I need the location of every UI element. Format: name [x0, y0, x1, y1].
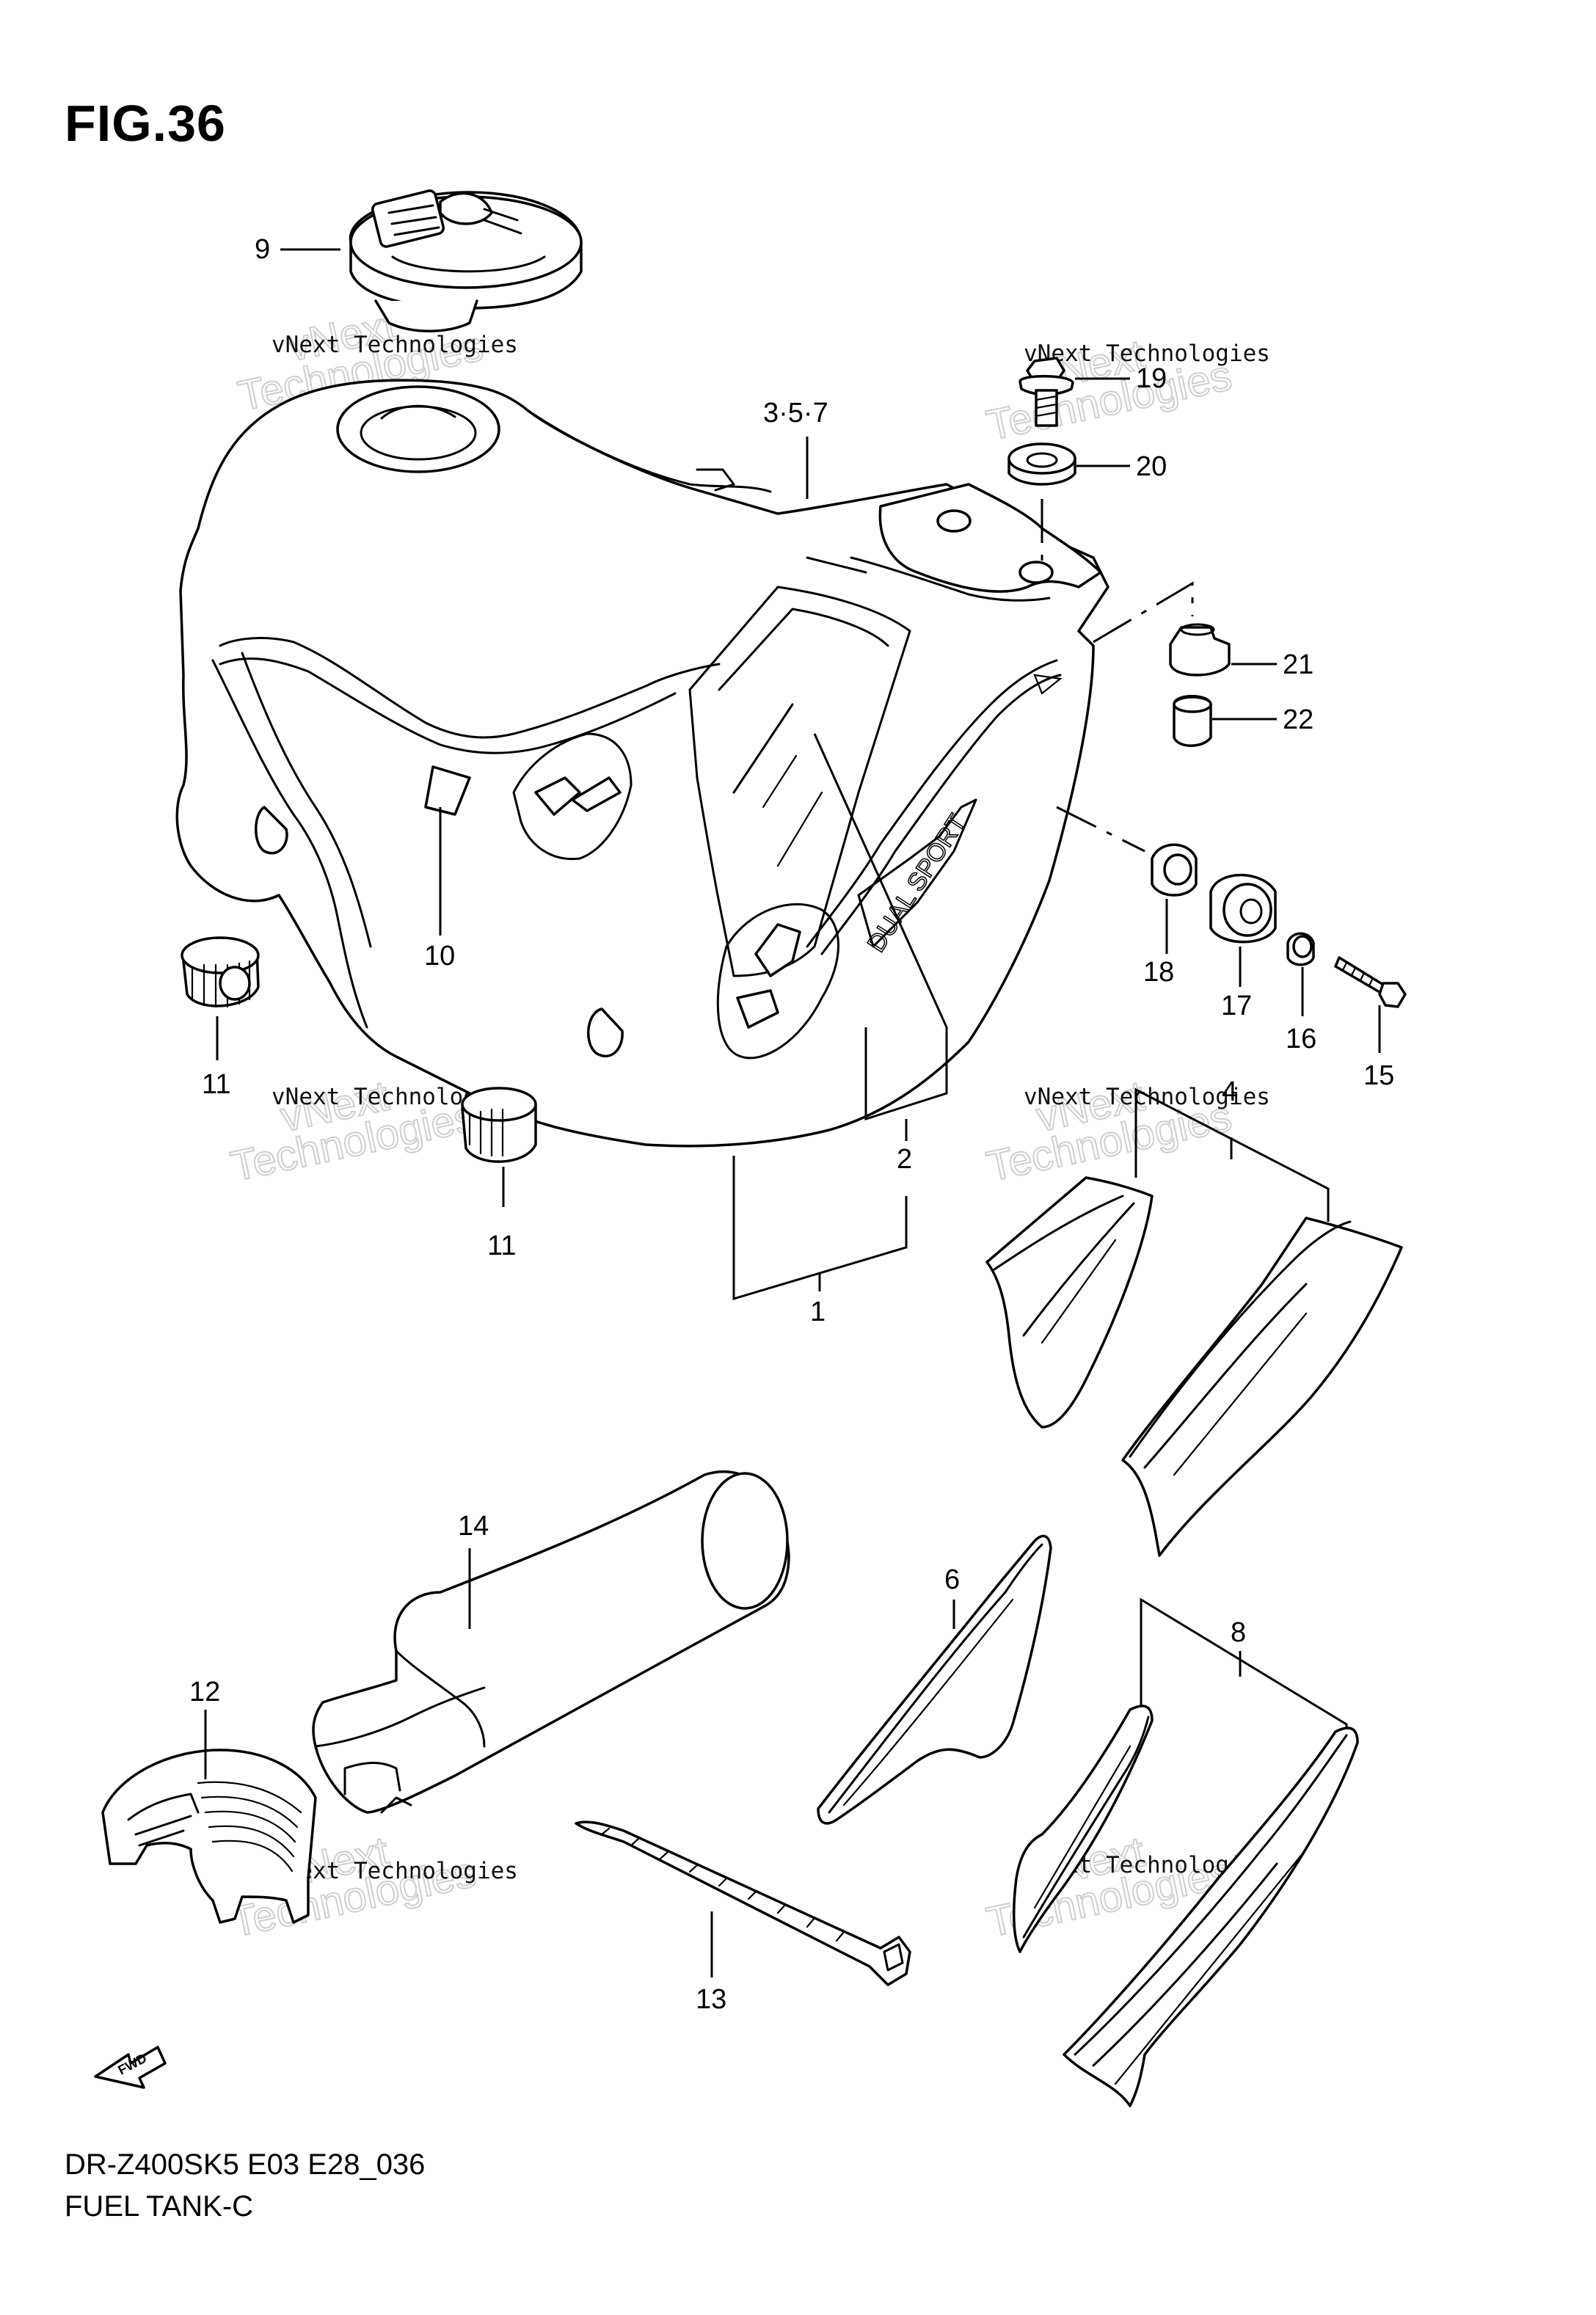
diagram-name: FUEL TANK-C — [65, 2190, 254, 2223]
watermark-small-1: vNext Technologies — [272, 332, 518, 358]
collar-part-16[interactable]: 16 — [1286, 932, 1316, 1054]
clamp-part-12[interactable]: 12 — [101, 1677, 317, 1924]
figure-title: FIG.36 — [65, 95, 226, 152]
cushion-part-11-a[interactable]: 11 — [181, 936, 260, 1100]
bolt-part-15[interactable]: 15 — [1334, 956, 1407, 1091]
cushion-part-17[interactable]: 17 — [1209, 873, 1277, 1022]
callout-17: 17 — [1221, 991, 1252, 1021]
fuel-cap-part-9[interactable]: 9 — [255, 189, 583, 332]
protector-part-14[interactable]: 14 — [312, 1470, 790, 1814]
washer-part-20[interactable]: 20 — [1007, 442, 1167, 486]
watermark-small-2: vNext Technologies — [1024, 340, 1270, 367]
callout-10: 10 — [424, 941, 455, 971]
callout-14: 14 — [458, 1511, 489, 1542]
callout-16: 16 — [1286, 1024, 1316, 1054]
callout-19: 19 — [1136, 363, 1167, 394]
watermark-small-4: vNext Technologies — [1024, 1084, 1270, 1110]
watermark-small-5: vNext Technologies — [272, 1858, 518, 1884]
bolt-part-19[interactable]: 19 — [1019, 357, 1167, 427]
forward-direction-icon: FWD — [94, 2046, 167, 2089]
callout-8: 8 — [1231, 1617, 1246, 1648]
centerline-rear — [1093, 581, 1194, 644]
cushion-part-11-b[interactable]: 11 — [461, 1087, 537, 1261]
callout-11-a: 11 — [202, 1069, 230, 1100]
callout-20: 20 — [1136, 451, 1167, 482]
callout-2: 2 — [897, 1144, 912, 1175]
spacer-part-21[interactable]: 21 — [1169, 623, 1313, 680]
callout-3-5-7: 3·5·7 — [763, 398, 828, 429]
callout-13: 13 — [696, 1984, 726, 2015]
fuel-tank-part-1[interactable]: DUAL SPORT — [175, 379, 1109, 1148]
collar-part-22[interactable]: 22 — [1173, 695, 1313, 747]
callout-11-b: 11 — [487, 1231, 516, 1261]
callout-1: 1 — [810, 1297, 826, 1327]
callout-21: 21 — [1283, 649, 1313, 680]
callout-group-tank: 1 2 3·5·7 10 — [424, 398, 948, 1327]
cable-tie-part-13[interactable]: 13 — [575, 1820, 911, 2015]
callout-6: 6 — [944, 1564, 960, 1595]
centerline-front — [1056, 806, 1145, 853]
callout-12: 12 — [189, 1677, 220, 1707]
model-code: DR-Z400SK5 E03 E28_036 — [65, 2148, 426, 2181]
callout-18: 18 — [1143, 957, 1174, 988]
emblem-set-part-8[interactable]: 8 — [1013, 1597, 1359, 2107]
callout-15: 15 — [1363, 1060, 1394, 1091]
callout-22: 22 — [1283, 704, 1313, 735]
callout-4: 4 — [1222, 1076, 1237, 1107]
emblem-part-6[interactable]: 6 — [817, 1534, 1052, 1825]
cushion-part-18[interactable]: 18 — [1143, 843, 1198, 988]
emblem-set-part-4[interactable]: 4 — [985, 1076, 1403, 1557]
callout-9: 9 — [255, 234, 270, 265]
